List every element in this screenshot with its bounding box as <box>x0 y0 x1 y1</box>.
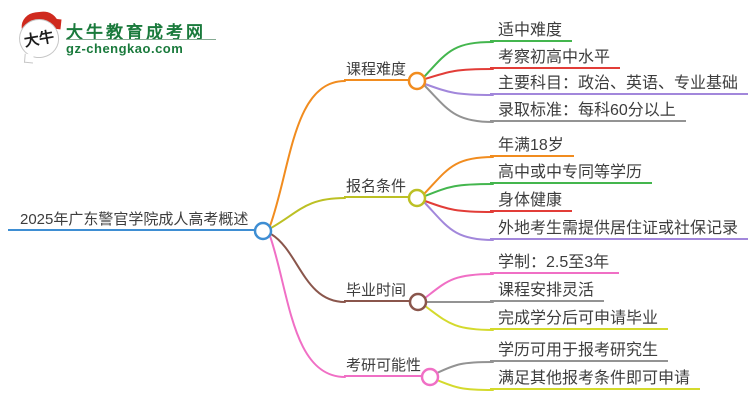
leaf-main-subjects[interactable]: 主要科目：政治、英语、专业基础 <box>490 75 749 95</box>
branch-course-difficulty[interactable]: 课程难度 <box>344 61 409 81</box>
connector-leaf <box>424 305 494 331</box>
leaf-good-health[interactable]: 身体健康 <box>490 192 573 212</box>
branch-node-circle[interactable] <box>407 71 427 91</box>
connector-leaf <box>436 379 494 391</box>
connector-root-postgrad-possibility <box>269 235 346 378</box>
logo-icon-text: 大牛 <box>23 29 56 51</box>
leaf-admission-standard[interactable]: 录取标准：每科60分以上 <box>490 102 686 122</box>
root-node-circle[interactable] <box>253 221 273 241</box>
branch-node-circle[interactable] <box>408 292 428 312</box>
root-node[interactable]: 2025年广东警官学院成人高考概述 <box>8 210 255 231</box>
connector-root-course-difficulty <box>269 80 346 227</box>
leaf-other-conditions[interactable]: 满足其他报考条件即可申请 <box>490 370 701 390</box>
connector-leaf <box>424 83 494 96</box>
connector-leaf <box>423 41 494 78</box>
connector-leaf <box>423 201 494 241</box>
logo-site-name: 大牛教育成考网 <box>66 23 206 42</box>
branch-node-circle[interactable] <box>420 367 440 387</box>
connector-leaf <box>423 156 494 195</box>
connector-root-signup-conditions <box>270 197 346 229</box>
leaf-postgrad-eligible[interactable]: 学历可用于报考研究生 <box>490 342 669 362</box>
leaf-age-18[interactable]: 年满18岁 <box>490 137 574 157</box>
logo-divider <box>66 39 216 40</box>
connector-leaf <box>423 84 494 123</box>
connector-leaf <box>424 68 494 80</box>
daniu-logo-icon: 大牛 <box>15 10 64 62</box>
connector-leaf <box>436 361 494 374</box>
leaf-flexible-schedule[interactable]: 课程安排灵活 <box>490 282 605 302</box>
leaf-apply-graduation[interactable]: 完成学分后可申请毕业 <box>490 310 669 330</box>
branch-signup-conditions[interactable]: 报名条件 <box>344 178 409 198</box>
branch-node-circle[interactable] <box>407 188 427 208</box>
leaf-study-duration[interactable]: 学制：2.5至3年 <box>490 254 620 274</box>
site-logo[interactable]: 大牛 大牛教育成考网 gz-chengkao.com <box>15 10 226 62</box>
connector-root-graduation-time <box>270 233 346 303</box>
connector-leaf <box>424 200 494 213</box>
branch-postgrad-possibility[interactable]: 考研可能性 <box>344 357 422 377</box>
connector-leaf <box>424 183 494 197</box>
leaf-junior-senior-level[interactable]: 考察初高中水平 <box>490 49 621 69</box>
branch-graduation-time[interactable]: 毕业时间 <box>344 282 409 302</box>
leaf-nonlocal-requirements[interactable]: 外地考生需提供居住证或社保记录 <box>490 220 749 240</box>
connector-leaf <box>424 273 494 299</box>
leaf-education-level[interactable]: 高中或中专同等学历 <box>490 164 653 184</box>
logo-domain: gz-chengkao.com <box>66 41 184 56</box>
leaf-moderate-difficulty[interactable]: 适中难度 <box>490 22 573 42</box>
